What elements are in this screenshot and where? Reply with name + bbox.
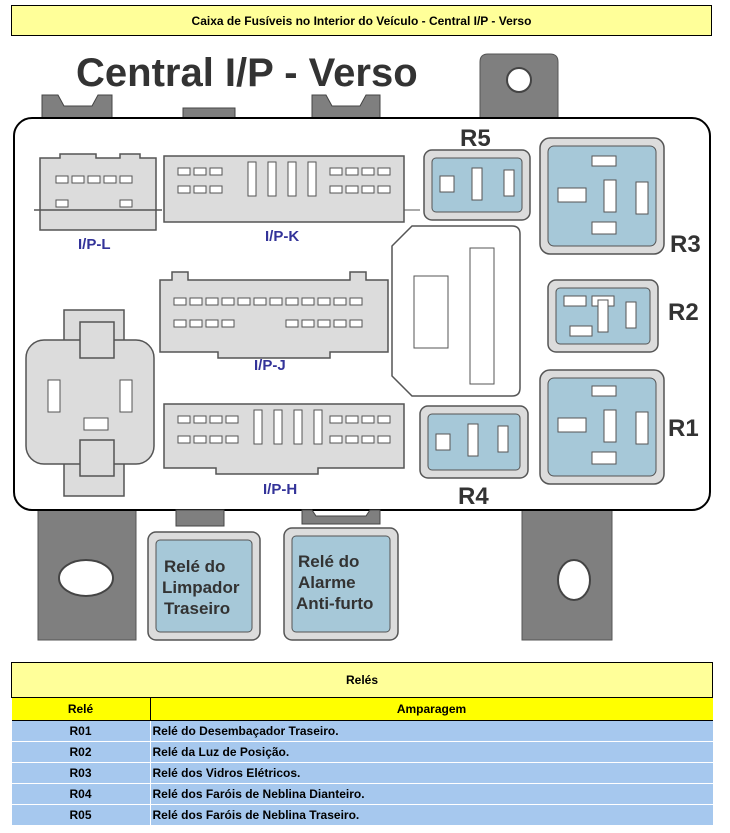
- page-header: Caixa de Fusíveis no Interior do Veículo…: [11, 5, 712, 36]
- housing-tab: [175, 509, 225, 527]
- relay-label-r4: R4: [458, 483, 489, 510]
- relay-description: Relé da Luz de Posição.: [150, 741, 713, 763]
- alarm-relay-line-3: Anti-furto: [296, 594, 373, 613]
- relay-label-r5: R5: [460, 125, 491, 152]
- relay-code: R02: [11, 741, 151, 763]
- connector-ip-l: [34, 153, 162, 231]
- relay-r1: [539, 369, 665, 485]
- relay-label-r3: R3: [670, 231, 701, 258]
- fuse-box-diagram: Central I/P - Verso I/P-L I/P-K: [13, 51, 711, 641]
- relay-code: R01: [11, 720, 151, 742]
- relay-r2: [547, 279, 659, 353]
- connector-label-ip-k: I/P-K: [265, 228, 299, 245]
- table-row: R02 Relé da Luz de Posição.: [11, 741, 713, 763]
- connector-label-ip-l: I/P-L: [78, 236, 111, 253]
- housing-tab: [301, 509, 381, 525]
- column-header-amparagem: Amparagem: [150, 697, 713, 721]
- relay-label-r1: R1: [668, 415, 699, 442]
- relay-description: Relé dos Vidros Elétricos.: [150, 762, 713, 784]
- alarm-relay-line-1: Relé do: [298, 552, 359, 571]
- connector-ip-h: [163, 403, 405, 475]
- table-row: R01 Relé do Desembaçador Traseiro.: [11, 720, 713, 742]
- table-row: R03 Relé dos Vidros Elétricos.: [11, 762, 713, 784]
- wiper-relay-line-2: Limpador: [162, 578, 240, 597]
- connector-label-ip-j: I/P-J: [254, 357, 286, 374]
- mounting-bracket-right: [521, 507, 613, 641]
- relay-r3: [539, 137, 665, 255]
- table-row: R04 Relé dos Faróis de Neblina Dianteiro…: [11, 783, 713, 805]
- relay-description: Relé dos Faróis de Neblina Traseiro.: [150, 804, 713, 826]
- connector-label-ip-h: I/P-H: [263, 481, 297, 498]
- mounting-bracket-left: [37, 507, 137, 641]
- connector-ip-j: [159, 271, 389, 359]
- relay-r5: [423, 149, 531, 221]
- relay-alarm: Relé do Alarme Anti-furto: [283, 527, 399, 641]
- relay-code: R03: [11, 762, 151, 784]
- relay-label-r2: R2: [668, 299, 699, 326]
- connector-ip-k: [163, 155, 420, 223]
- alarm-relay-line-2: Alarme: [298, 573, 356, 592]
- wiper-relay-line-1: Relé do: [164, 557, 225, 576]
- relay-table-caption-row: Relés: [11, 662, 713, 698]
- relay-description: Relé dos Faróis de Neblina Dianteiro.: [150, 783, 713, 805]
- page-header-title: Caixa de Fusíveis no Interior do Veículo…: [191, 13, 532, 28]
- relay-wiper-rear: Relé do Limpador Traseiro: [147, 531, 261, 641]
- relay-description: Relé do Desembaçador Traseiro.: [150, 720, 713, 742]
- relay-table-caption: Relés: [11, 662, 713, 698]
- table-row: R05 Relé dos Faróis de Neblina Traseiro.: [11, 804, 713, 826]
- housing-tab: [311, 94, 381, 119]
- housing-tab: [41, 94, 113, 119]
- column-header-rele: Relé: [11, 697, 151, 721]
- relay-code: R05: [11, 804, 151, 826]
- diagram-title: Central I/P - Verso: [76, 51, 418, 95]
- relay-r4: [419, 405, 529, 479]
- relay-table: Relés Relé Amparagem R01 Relé do Desemba…: [11, 662, 713, 826]
- wiper-relay-line-3: Traseiro: [164, 599, 230, 618]
- relay-table-header-row: Relé Amparagem: [11, 697, 713, 721]
- relay-code: R04: [11, 783, 151, 805]
- fuse-panel: [391, 225, 521, 397]
- mounting-bracket-top: [479, 53, 559, 127]
- relay-socket-left: [25, 309, 155, 497]
